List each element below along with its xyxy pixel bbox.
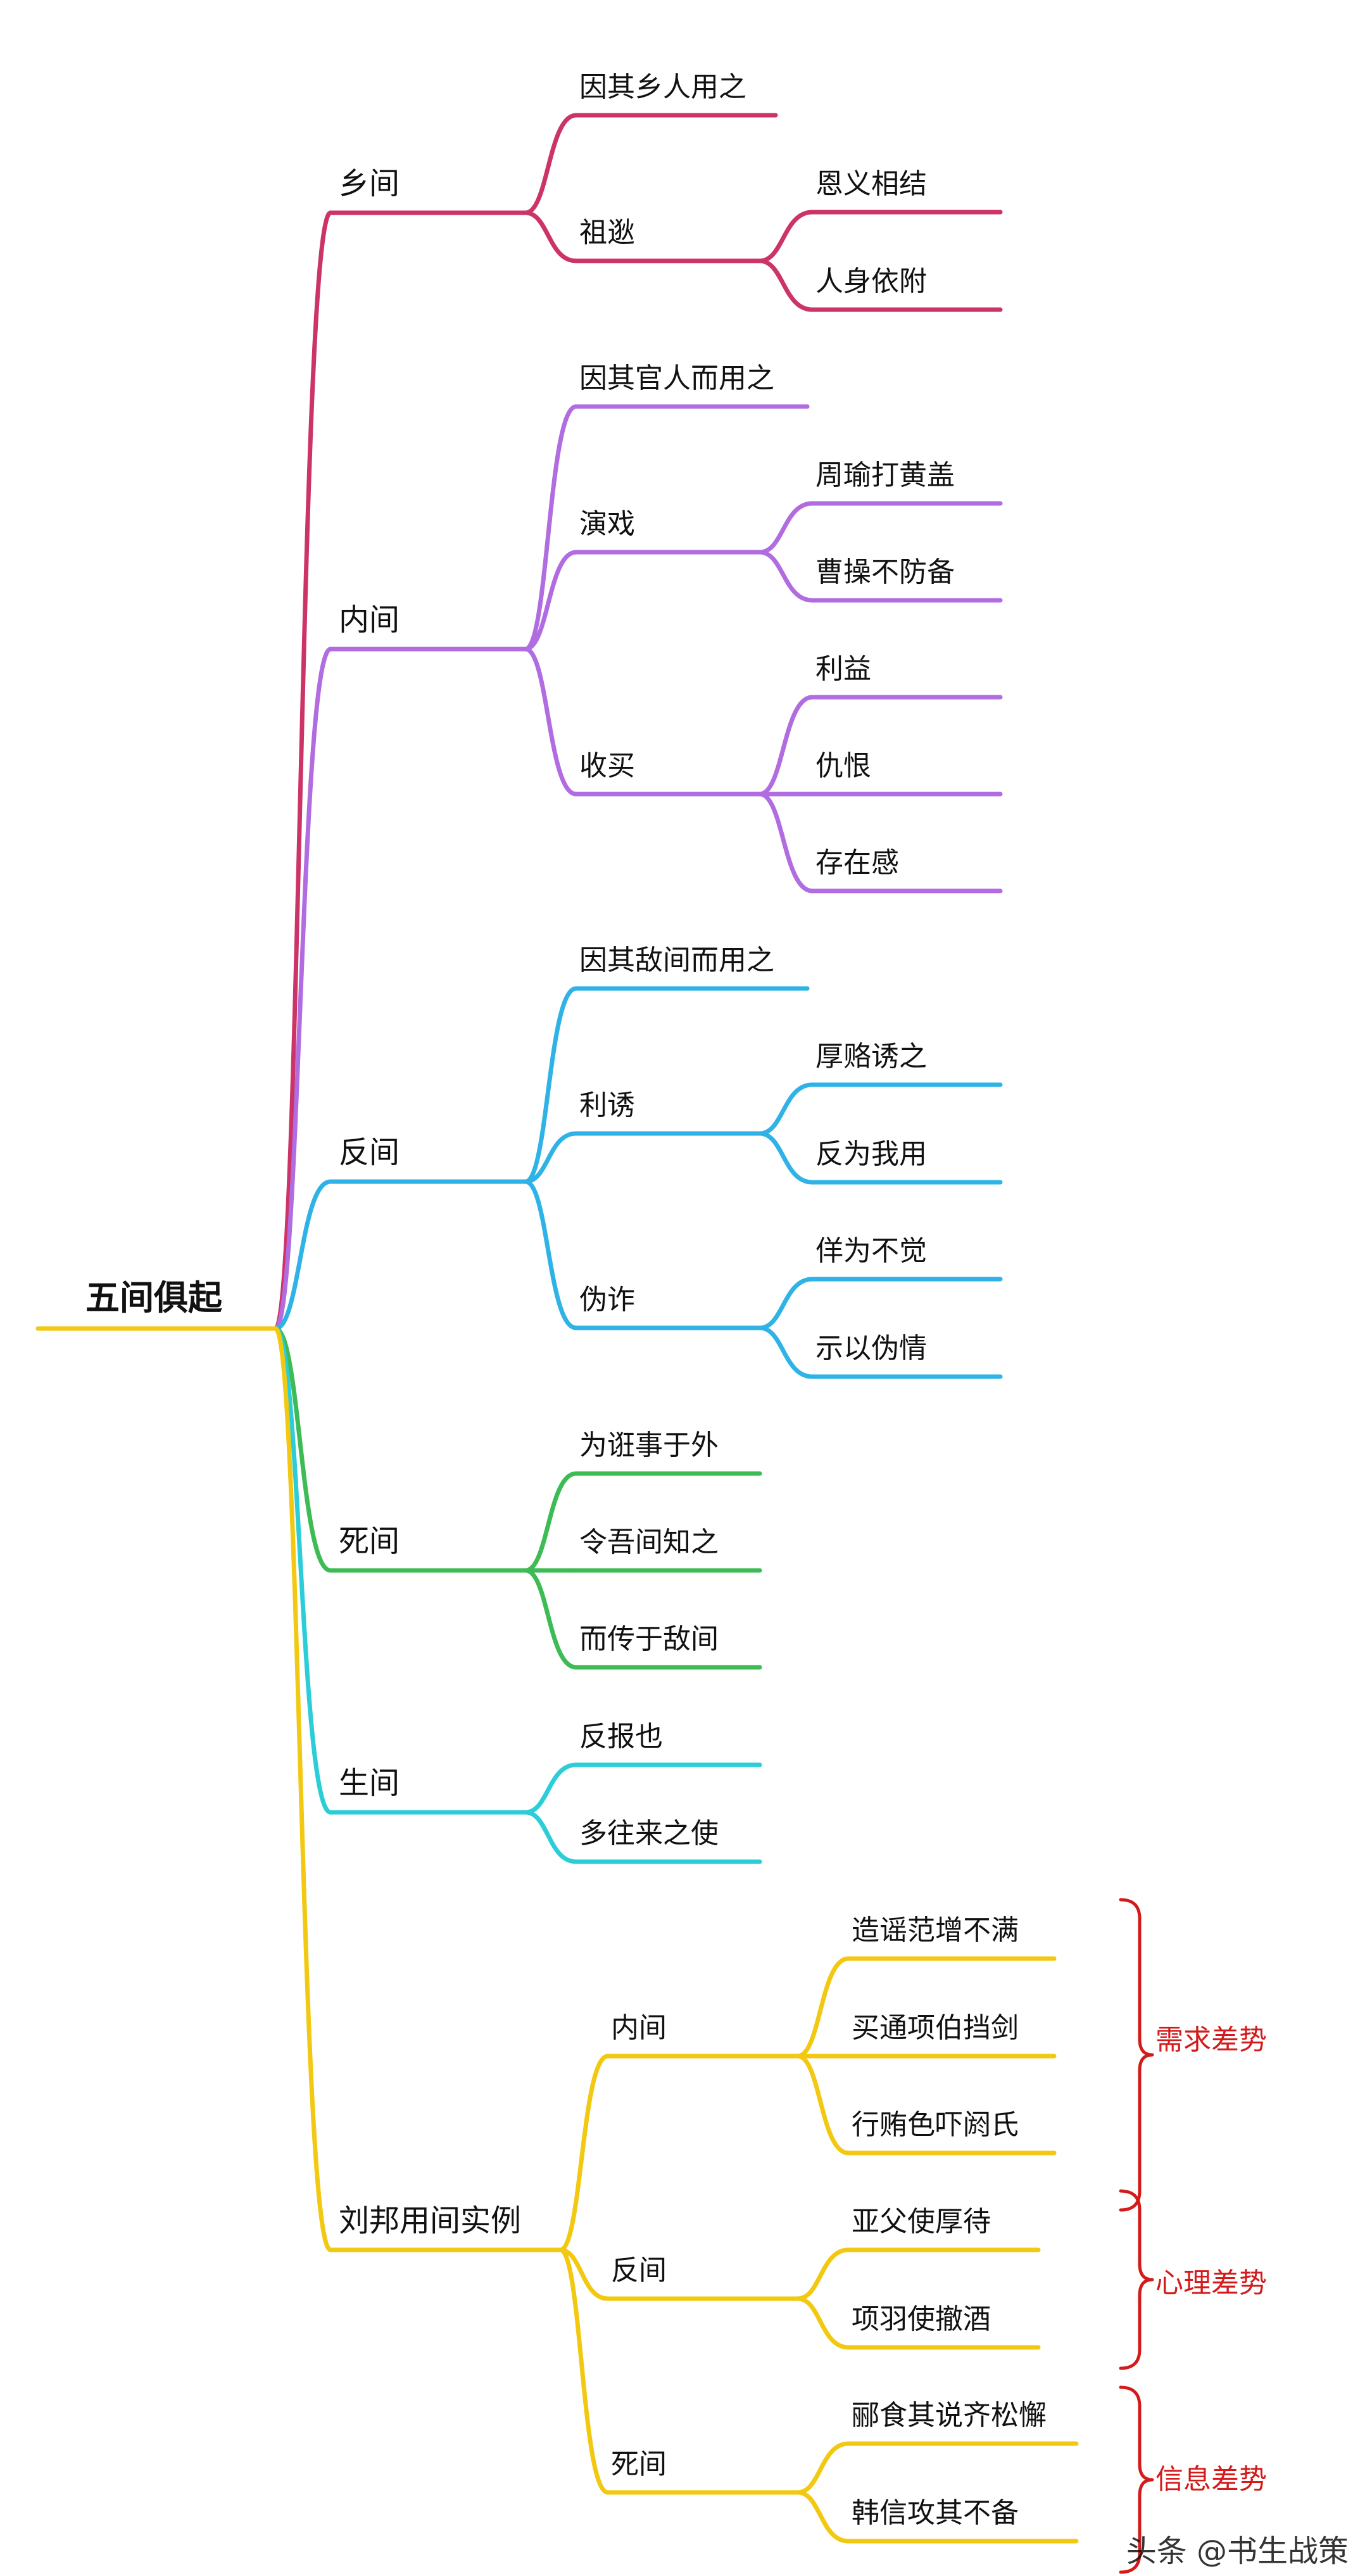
annotation-0: 需求差势 <box>1155 2024 1267 2056</box>
branch-topic-2: 反间 <box>339 1135 400 1170</box>
leaf-0-1-0: 恩义相结 <box>815 168 927 200</box>
edge-branch-2-child-1 <box>523 1131 579 1184</box>
subtopic-2-1: 利诱 <box>579 1089 635 1121</box>
subtopic-5-2: 死间 <box>611 2448 667 2480</box>
leaf-1-2-1: 仇恨 <box>815 750 871 782</box>
curly-brace-2 <box>1119 2385 1154 2574</box>
leaf-5-0-0: 造谣范增不满 <box>852 1914 1019 1947</box>
leaf-1-2-0: 利益 <box>815 653 871 685</box>
branch-topic-1: 内间 <box>339 602 400 638</box>
subtopic-3-0: 为诳事于外 <box>579 1429 719 1462</box>
edge-subtopic-5-2-leaf-1 <box>795 2490 851 2544</box>
edge-branch-5-child-2 <box>558 2247 610 2495</box>
subtopic-1-2: 收买 <box>579 750 635 782</box>
subtopic-0-0: 因其乡人用之 <box>579 71 746 103</box>
branch-topic-3: 死间 <box>339 1524 400 1559</box>
edge-subtopic-0-1-leaf-0 <box>757 210 815 263</box>
edge-branch-0-child-0 <box>523 113 579 215</box>
edge-root-to-branch-4 <box>273 1326 333 1815</box>
edge-branch-4-child-1 <box>523 1810 579 1864</box>
annotation-1: 心理差势 <box>1155 2267 1267 2299</box>
leaf-1-2-2: 存在感 <box>815 847 899 879</box>
underline-layer <box>35 113 1079 2544</box>
edge-subtopic-5-2-leaf-0 <box>795 2441 851 2495</box>
edge-subtopic-2-1-leaf-1 <box>757 1131 815 1185</box>
edge-branch-1-child-0 <box>523 404 579 652</box>
edge-subtopic-1-1-leaf-0 <box>757 501 815 555</box>
subtopic-1-0: 因其官人而用之 <box>579 362 774 395</box>
edge-subtopic-2-1-leaf-0 <box>757 1082 815 1136</box>
edge-branch-1-child-2 <box>523 647 579 797</box>
leaf-1-1-0: 周瑜打黄盖 <box>815 459 955 491</box>
edge-branch-3-child-2 <box>523 1568 579 1670</box>
leaf-5-1-1: 项羽使撤酒 <box>852 2303 991 2335</box>
edge-subtopic-5-0-leaf-0 <box>795 1956 851 2059</box>
edge-subtopic-1-1-leaf-1 <box>757 550 815 603</box>
branch-topic-4: 生间 <box>339 1765 400 1801</box>
edge-root-to-branch-2 <box>273 1179 333 1331</box>
edge-branch-1-child-1 <box>523 550 579 652</box>
subtopic-5-1: 反间 <box>611 2254 667 2287</box>
brace-layer <box>1119 1898 1154 2574</box>
leaf-5-2-1: 韩信攻其不备 <box>852 2497 1019 2529</box>
edge-subtopic-1-2-leaf-0 <box>757 695 815 797</box>
edge-branch-4-child-0 <box>523 1762 579 1815</box>
edge-subtopic-1-2-leaf-2 <box>757 792 815 893</box>
edge-layer <box>273 113 851 2544</box>
edge-subtopic-2-2-leaf-0 <box>757 1277 815 1330</box>
subtopic-4-0: 反报也 <box>579 1720 663 1753</box>
edge-root-to-branch-5 <box>273 1326 333 2252</box>
edge-subtopic-5-0-leaf-2 <box>795 2054 851 2156</box>
leaf-2-2-1: 示以伪情 <box>815 1332 927 1365</box>
edge-root-to-branch-0 <box>273 210 333 1331</box>
edge-root-to-branch-3 <box>273 1326 333 1573</box>
subtopic-0-1: 祖逖 <box>579 217 635 249</box>
curly-brace-0 <box>1119 1898 1154 2212</box>
edge-branch-5-child-0 <box>558 2054 610 2252</box>
edge-branch-3-child-0 <box>523 1471 579 1573</box>
subtopic-3-2: 而传于敌间 <box>579 1623 719 1655</box>
root-topic: 五间俱起 <box>85 1278 223 1318</box>
edge-branch-2-child-0 <box>523 986 579 1184</box>
leaf-5-1-0: 亚父使厚待 <box>852 2206 991 2238</box>
edge-root-to-branch-1 <box>273 647 333 1331</box>
edge-subtopic-5-1-leaf-1 <box>795 2296 851 2350</box>
subtopic-4-1: 多往来之使 <box>579 1817 719 1850</box>
leaf-2-1-1: 反为我用 <box>815 1138 927 1170</box>
watermark-text: 头条 @书生战策 <box>1126 2534 1349 2569</box>
edge-subtopic-2-2-leaf-1 <box>757 1325 815 1379</box>
subtopic-5-0: 内间 <box>611 2012 667 2044</box>
leaf-1-1-1: 曹操不防备 <box>815 556 955 588</box>
subtopic-3-1: 令吾间知之 <box>579 1526 719 1558</box>
branch-topic-5: 刘邦用间实例 <box>339 2203 521 2238</box>
leaf-5-0-1: 买通项伯挡剑 <box>852 2012 1019 2044</box>
edge-branch-0-child-1 <box>523 210 579 263</box>
edge-branch-2-child-2 <box>523 1179 579 1330</box>
curly-brace-1 <box>1119 2189 1154 2370</box>
leaf-2-2-0: 佯为不觉 <box>815 1235 927 1267</box>
annotation-2: 信息差势 <box>1155 2463 1267 2496</box>
edge-branch-5-child-1 <box>558 2247 610 2301</box>
branch-topic-0: 乡间 <box>339 166 400 201</box>
leaf-0-1-1: 人身依附 <box>815 265 927 298</box>
edge-subtopic-0-1-leaf-1 <box>757 258 815 312</box>
subtopic-2-0: 因其敌间而用之 <box>579 944 774 976</box>
leaf-5-0-2: 行贿色吓阏氏 <box>852 2109 1019 2141</box>
leaf-2-1-0: 厚赂诱之 <box>815 1040 927 1073</box>
subtopic-2-2: 伪诈 <box>579 1284 635 1316</box>
leaf-5-2-0: 郦食其说齐松懈 <box>852 2399 1047 2432</box>
edge-subtopic-5-1-leaf-0 <box>795 2247 851 2301</box>
subtopic-1-1: 演戏 <box>579 508 635 540</box>
